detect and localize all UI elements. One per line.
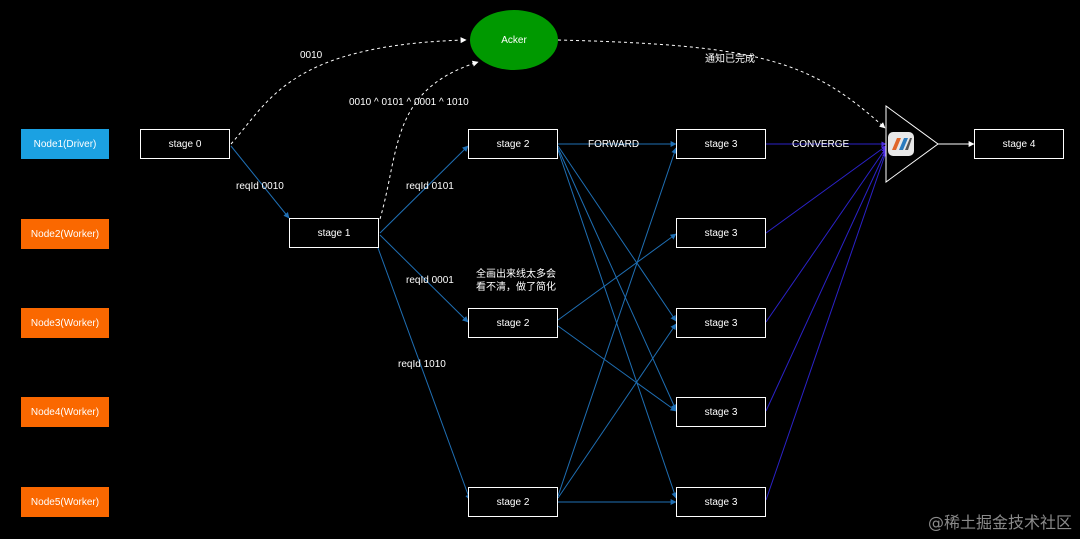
label-reqid-0001: reqId 0001 xyxy=(406,275,454,286)
simplification-note: 全画出来线太多会 看不清，做了简化 xyxy=(476,268,556,294)
acker-node: Acker xyxy=(470,10,558,70)
edge-3c-converge xyxy=(765,147,887,323)
label-forward: FORWARD xyxy=(588,139,640,150)
label-reqid-0101: reqId 0101 xyxy=(406,181,454,192)
edge-3b-converge xyxy=(765,145,887,234)
stage-3c-box: stage 3 xyxy=(676,308,766,338)
label-xor-expression: 0010 ^ 0101 ^ 0001 ^ 1010 xyxy=(349,97,469,108)
label-reqid-0010: reqId 0010 xyxy=(236,181,284,192)
note-line-1: 全画出来线太多会 xyxy=(476,269,556,280)
edge-2b-3b xyxy=(557,233,677,321)
edge-2a-3c xyxy=(557,145,677,322)
watermark: @稀土掘金技术社区 xyxy=(927,513,1072,532)
stage-3a-box: stage 3 xyxy=(676,129,766,159)
converge-edges xyxy=(765,141,887,501)
stage-3d-box: stage 3 xyxy=(676,397,766,427)
node-worker-4: Node4(Worker) xyxy=(21,397,109,427)
edge-3e-converge xyxy=(765,151,887,501)
dashed-edge-stage1-acker xyxy=(379,60,479,220)
gate-logo-icon xyxy=(888,132,914,156)
edge-stage1-stage2a xyxy=(379,145,469,234)
stage-0-box: stage 0 xyxy=(140,129,230,159)
edge-2c-3a xyxy=(557,147,678,497)
stage-3e-box: stage 3 xyxy=(676,487,766,517)
label-converge: CONVERGE xyxy=(792,139,850,150)
edge-2b-3d xyxy=(557,325,677,412)
edge-stage0-stage1 xyxy=(230,145,290,219)
dashed-edge-stage0-acker xyxy=(230,37,467,145)
node-worker-5: Node5(Worker) xyxy=(21,487,109,517)
node-worker-3: Node3(Worker) xyxy=(21,308,109,338)
label-reqid-1010: reqId 1010 xyxy=(398,359,446,370)
edge-2a-3e xyxy=(557,149,678,499)
label-notify-done: 通知已完成 xyxy=(705,54,755,65)
node-driver: Node1(Driver) xyxy=(21,129,109,159)
stage-3b-box: stage 3 xyxy=(676,218,766,248)
stage-2a-box: stage 2 xyxy=(468,129,558,159)
edge-2a-3d xyxy=(557,147,677,411)
edge-stage1-stage2c xyxy=(377,247,471,501)
note-line-2: 看不清，做了简化 xyxy=(476,282,556,293)
node-worker-2: Node2(Worker) xyxy=(21,219,109,249)
label-bits-0010: 0010 xyxy=(300,50,323,61)
fan-edges xyxy=(557,141,678,505)
stage-4-box: stage 4 xyxy=(974,129,1064,159)
stage-2c-box: stage 2 xyxy=(468,487,558,517)
stage-2b-box: stage 2 xyxy=(468,308,558,338)
edge-2c-3c xyxy=(557,323,677,499)
edge-stage1-stage2b xyxy=(379,234,469,323)
stage-1-box: stage 1 xyxy=(289,218,379,248)
edge-3d-converge xyxy=(765,149,887,412)
dashed-edge-acker-converge xyxy=(557,39,886,129)
